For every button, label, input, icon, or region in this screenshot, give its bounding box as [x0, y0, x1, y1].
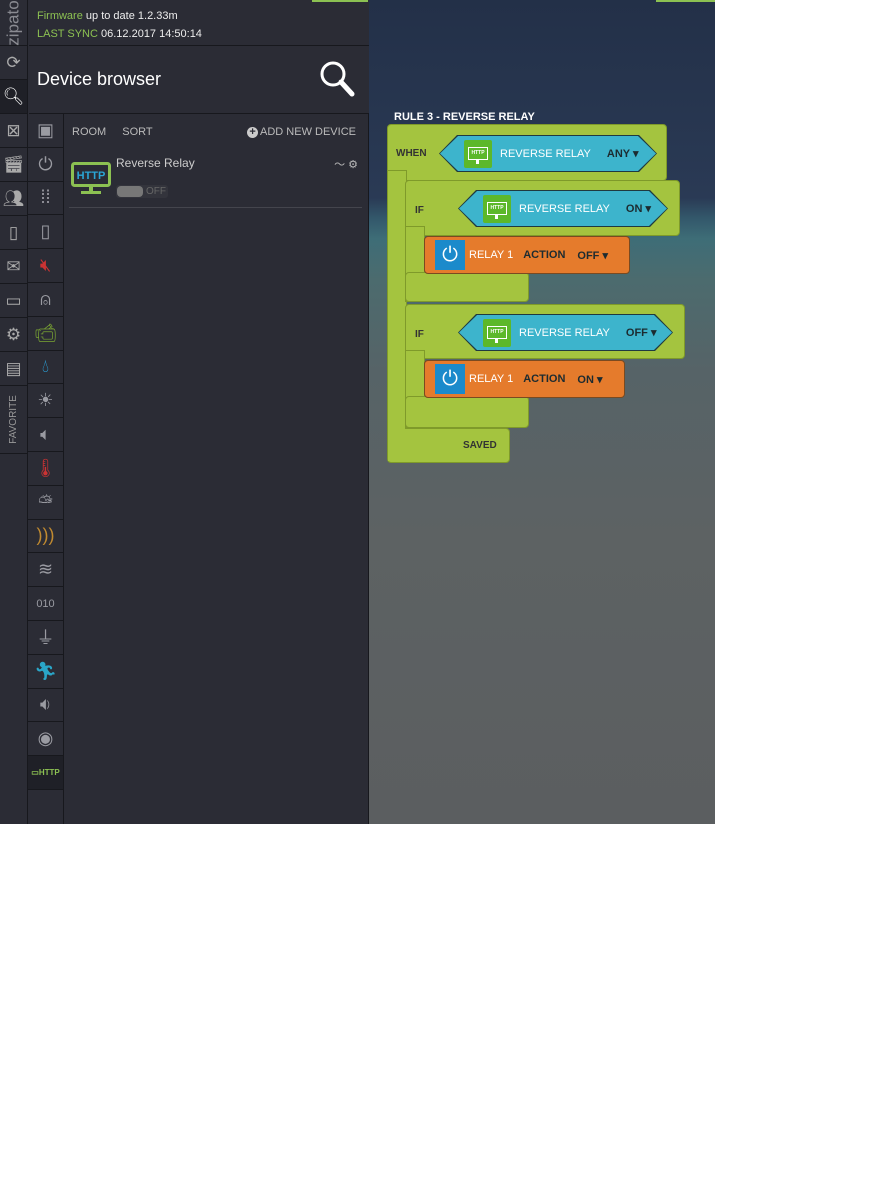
- condition-value-dropdown[interactable]: OFF ▾: [625, 327, 657, 339]
- sync-icon[interactable]: ⟳: [0, 46, 27, 80]
- search-icon[interactable]: 🔍︎: [0, 80, 27, 114]
- plug-icon[interactable]: ⏚: [28, 621, 63, 655]
- binary-icon[interactable]: 010: [28, 587, 63, 621]
- power-icon: ⏻: [435, 240, 465, 270]
- vibration-icon[interactable]: ≋: [28, 553, 63, 588]
- when-label: WHEN: [396, 148, 427, 159]
- http-icon[interactable]: ▭HTTP: [28, 756, 63, 790]
- weather-icon[interactable]: ⛅︎: [28, 486, 63, 520]
- sort-button[interactable]: SORT: [122, 126, 153, 138]
- dots-icon[interactable]: ⁞⁞: [28, 182, 63, 216]
- signal-icon[interactable]: ))): [28, 520, 63, 554]
- when-value-dropdown[interactable]: ANY ▾: [606, 148, 639, 160]
- http-icon: HTTP: [464, 140, 492, 168]
- rule-title: RULE 3 - REVERSE RELAY: [394, 111, 535, 123]
- calendar-icon[interactable]: ▤: [0, 352, 27, 386]
- device-toggle[interactable]: OFF: [116, 185, 168, 198]
- gear-icon[interactable]: ⚙: [348, 159, 358, 171]
- motion-icon[interactable]: 🏃︎: [28, 655, 63, 689]
- action-value-dropdown[interactable]: OFF ▾: [577, 249, 608, 262]
- alarm-speaker-icon[interactable]: 🔉︎: [28, 689, 63, 723]
- room-filter[interactable]: ROOM: [72, 126, 107, 138]
- if-label: IF: [415, 205, 424, 216]
- http-icon: HTTP: [483, 195, 511, 223]
- scenes-icon[interactable]: 🎬︎: [0, 148, 27, 182]
- device-name: Reverse Relay: [116, 156, 195, 170]
- logo: zipato: [0, 0, 27, 46]
- speaker-icon[interactable]: 🔈︎: [28, 418, 63, 452]
- door-icon[interactable]: ▯: [28, 215, 63, 250]
- main-sidebar: zipato ⟳ 🔍︎ ⊠ 🎬︎ 👥︎ ▯ ✉ ▭ ⚙ ▤ FAVORITE: [0, 0, 28, 824]
- condition-value-dropdown[interactable]: ON ▾: [625, 203, 651, 215]
- plus-icon: +: [247, 126, 259, 138]
- wallet-icon[interactable]: ▭: [0, 284, 27, 318]
- http-icon: HTTP: [483, 319, 511, 347]
- if-label: IF: [415, 329, 424, 340]
- page-header: Device browser: [29, 47, 369, 114]
- if-block-end: [405, 272, 529, 302]
- action-value-dropdown[interactable]: ON ▾: [577, 373, 603, 386]
- app: zipato ⟳ 🔍︎ ⊠ 🎬︎ 👥︎ ▯ ✉ ▭ ⚙ ▤ FAVORITE F…: [0, 0, 715, 824]
- if-block-end: [405, 396, 529, 428]
- svg-text:HTTP: HTTP: [77, 170, 106, 182]
- list-item[interactable]: HTTP Reverse Relay 〜 ⚙ OFF: [69, 150, 362, 208]
- power-icon: ⏻: [435, 364, 465, 394]
- save-status: SAVED: [463, 440, 497, 451]
- water-icon[interactable]: 💧︎: [28, 351, 63, 385]
- power-icon[interactable]: ⏻: [28, 148, 63, 182]
- siren-icon[interactable]: ⍝: [28, 283, 63, 317]
- spine-fill: [388, 171, 405, 461]
- mail-icon[interactable]: ✉: [0, 250, 27, 284]
- search-icon[interactable]: [319, 60, 355, 98]
- device-list-panel: ROOM SORT +ADD NEW DEVICE HTTP Reverse R…: [64, 114, 369, 824]
- accent-bar: [312, 0, 368, 2]
- page-title: Device browser: [37, 69, 162, 89]
- chart-icon[interactable]: 〜: [334, 159, 346, 171]
- favorite-tab[interactable]: FAVORITE: [0, 386, 27, 454]
- users-icon[interactable]: 👥︎: [0, 182, 27, 216]
- http-device-icon: HTTP: [71, 162, 111, 194]
- network-icon[interactable]: ⊠: [0, 114, 27, 148]
- add-new-device-button[interactable]: +ADD NEW DEVICE: [247, 126, 356, 138]
- contacts-icon[interactable]: ▯: [0, 216, 27, 250]
- switch-icon[interactable]: ▣: [28, 114, 63, 148]
- camera-icon[interactable]: 📹︎: [28, 317, 63, 351]
- thermometer-icon[interactable]: 🌡︎: [28, 452, 63, 486]
- list-toolbar: ROOM SORT +ADD NEW DEVICE: [72, 126, 356, 138]
- light-sensor-icon[interactable]: ☀: [28, 384, 63, 419]
- status-bar: Firmware up to date 1.2.33m LAST SYNC 06…: [29, 0, 369, 46]
- device-type-sidebar: ▣ ⏻ ⁞⁞ ▯ 🔇︎ ⍝ 📹︎ 💧︎ ☀ 🔈︎ 🌡︎ ⛅︎ ))) ≋ 010…: [28, 114, 64, 824]
- accent-bar: [656, 0, 715, 2]
- mute-icon[interactable]: 🔇︎: [28, 249, 63, 283]
- saved-block: [387, 428, 510, 463]
- gear-icon[interactable]: ⚙: [0, 318, 27, 352]
- dial-icon[interactable]: ◉: [28, 722, 63, 757]
